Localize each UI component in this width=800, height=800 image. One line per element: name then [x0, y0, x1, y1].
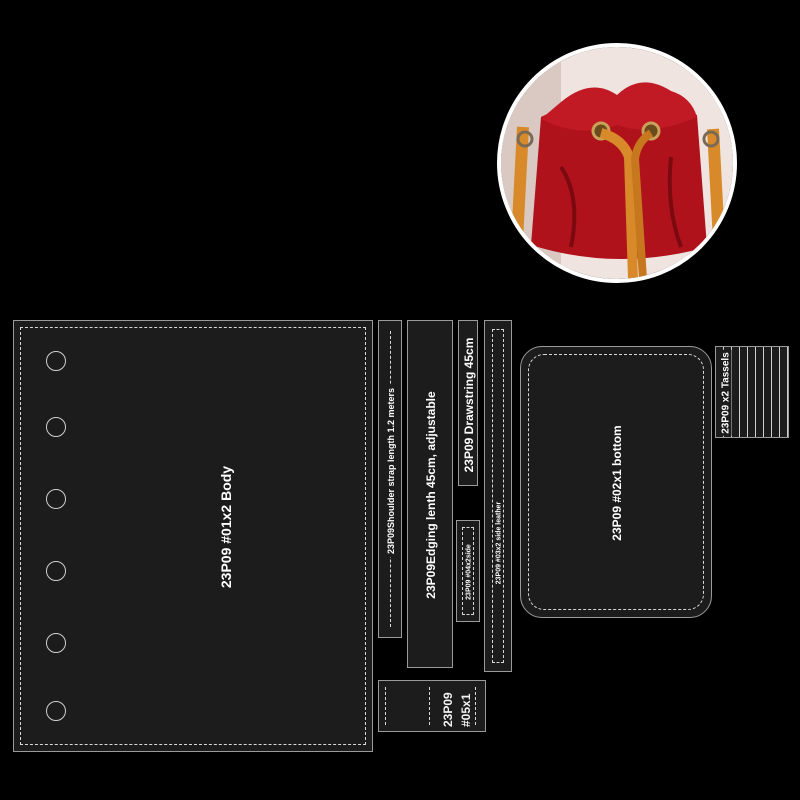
stitch-line: [475, 687, 476, 725]
product-photo: [497, 43, 737, 283]
tassels-pattern-piece: 23P09 x2 Tassels: [715, 346, 789, 438]
bucket-bag-illustration: [501, 47, 733, 279]
side-pattern-piece: 23P09 #04x2side: [456, 520, 480, 622]
stitch-line: [528, 354, 704, 610]
hole-icon: [46, 633, 66, 653]
hole-icon: [46, 561, 66, 581]
hole-icon: [46, 351, 66, 371]
side-leather-label: 23P09 #03x2 side leather: [495, 501, 503, 585]
bottom-label: 23P09 #02x1 bottom: [610, 425, 624, 541]
hole-icon: [46, 701, 66, 721]
hole-icon: [46, 417, 66, 437]
drawstring-pattern-piece: 23P09 Drawstring 45cm: [458, 320, 478, 486]
tassels-label: 23P09 x2 Tassels: [720, 350, 732, 436]
hole-icon: [46, 489, 66, 509]
drawstring-label: 23P09 Drawstring 45cm: [462, 337, 476, 473]
stitch-line: [385, 687, 386, 725]
stitch-line: [429, 687, 430, 725]
side-leather-pattern-piece: 23P09 #03x2 side leather: [484, 320, 512, 672]
body-pattern-piece: 23P09 #01x2 Body: [13, 320, 373, 752]
stitch-line: [492, 329, 504, 663]
side-label: 23P09 #04x2side: [465, 544, 473, 600]
small-pattern-piece: 23P09 #05x1: [378, 680, 486, 732]
body-label: 23P09 #01x2 Body: [218, 465, 234, 589]
stitch-line: [462, 527, 474, 615]
shoulder-strap-pattern-piece: 23P09Shoulder strap length 1.2 meters: [378, 320, 402, 638]
stitch-line: [20, 327, 366, 745]
edging-label: 23P09Edging lenth 45cm, adjustable: [424, 391, 438, 599]
edging-pattern-piece: 23P09Edging lenth 45cm, adjustable: [407, 320, 453, 668]
shoulder-strap-label: 23P09Shoulder strap length 1.2 meters: [386, 384, 396, 558]
bottom-pattern-piece: 23P09 #02x1 bottom: [520, 346, 712, 618]
small-piece-label: 23P09 #05x1: [441, 692, 473, 727]
